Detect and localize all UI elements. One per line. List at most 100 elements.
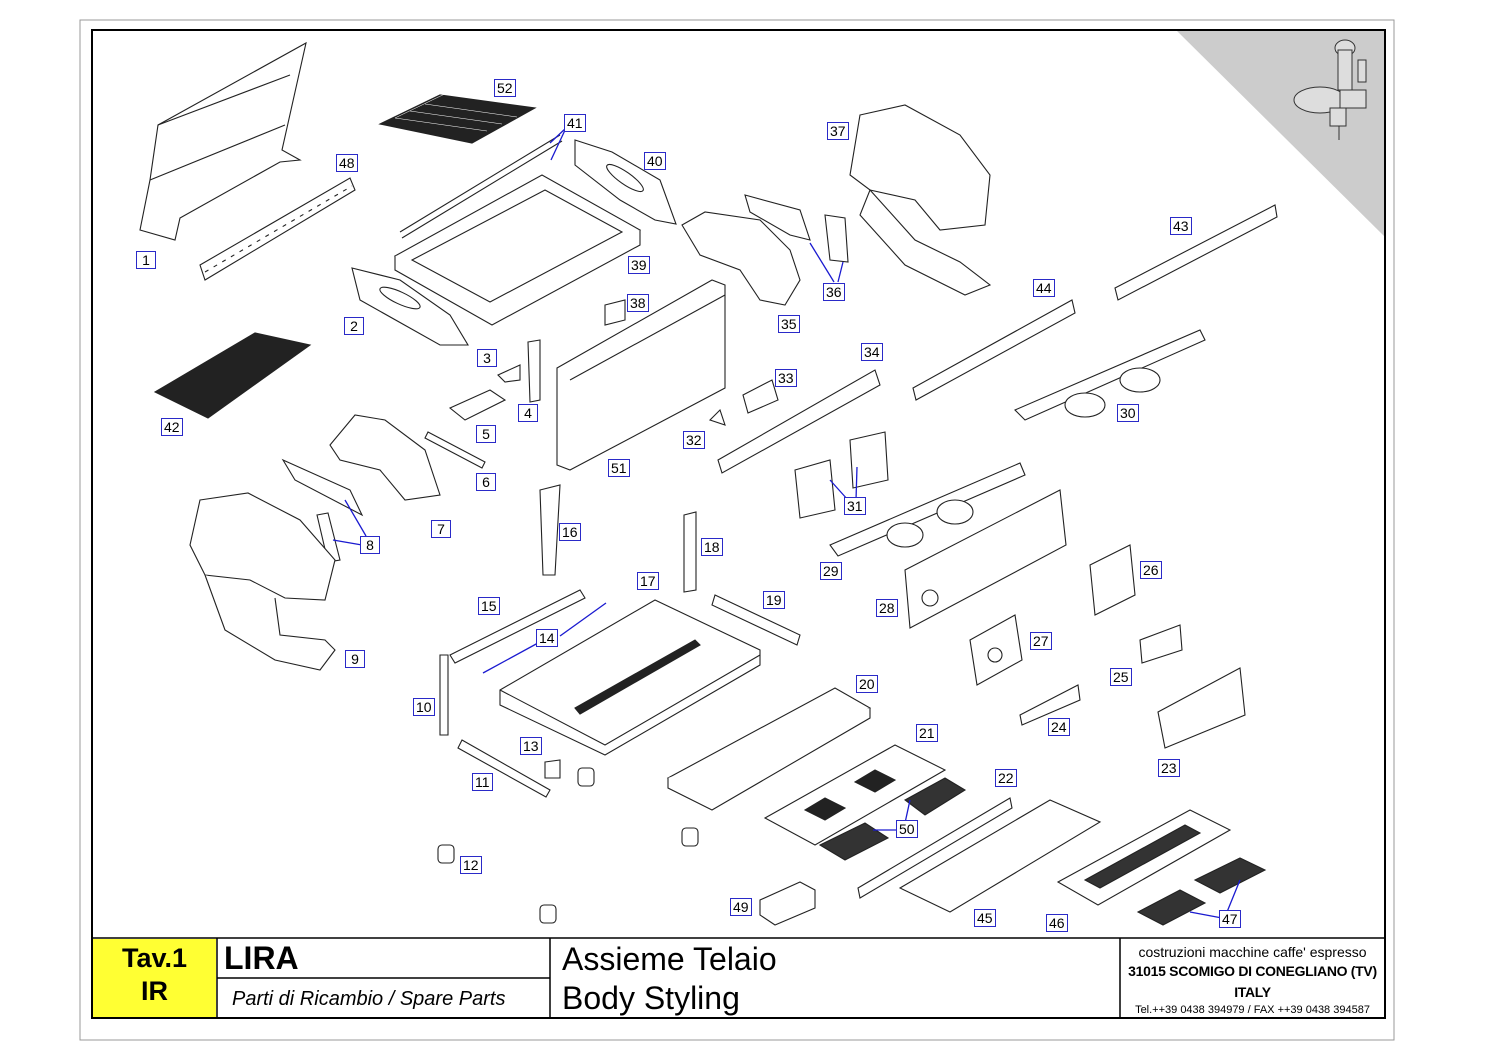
- callout-41: 41: [564, 114, 586, 132]
- callout-27: 27: [1030, 632, 1052, 650]
- callout-47: 47: [1219, 910, 1241, 928]
- title-english: Body Styling: [562, 980, 740, 1016]
- part-10-strip: [439, 654, 449, 736]
- maker-line: costruzioni macchine caffe' espresso: [1138, 944, 1367, 960]
- part-50-inserts: [818, 777, 967, 861]
- part-46-front-grille: [1056, 809, 1232, 906]
- part-22-strip: [857, 797, 1013, 899]
- part-38-bracket: [604, 299, 626, 326]
- callout-9: 9: [345, 650, 365, 668]
- callout-48: 48: [336, 154, 358, 172]
- part-45-tray: [898, 799, 1102, 913]
- part-2-side-plate: [351, 267, 469, 346]
- part-21-tray-grid: [763, 744, 947, 846]
- part-35-frame: [681, 211, 801, 306]
- title-italian: Assieme Telaio: [562, 941, 777, 977]
- subtitle: Parti di Ricambio / Spare Parts: [232, 988, 506, 1010]
- callout-18: 18: [701, 538, 723, 556]
- part-36-brackets: [744, 194, 849, 263]
- callout-13: 13: [520, 737, 542, 755]
- part-47-inserts: [1136, 857, 1267, 926]
- callout-8: 8: [360, 536, 380, 554]
- part-48-rail: [199, 177, 356, 281]
- callout-32: 32: [683, 431, 705, 449]
- callout-19: 19: [763, 591, 785, 609]
- callout-52: 52: [494, 79, 516, 97]
- callout-6: 6: [476, 473, 496, 491]
- part-17-base-frame: [499, 599, 761, 756]
- part-28-panel: [904, 489, 1067, 629]
- part-20-drip-tray: [666, 687, 872, 811]
- part-34-front-bar: [717, 369, 881, 474]
- part-30-drip-holder: [1014, 329, 1206, 421]
- part-3-bracket: [497, 364, 521, 383]
- callout-16: 16: [559, 523, 581, 541]
- phone-line: Tel.++39 0438 394979 / FAX ++39 0438 394…: [1135, 1004, 1370, 1016]
- callout-39: 39: [628, 256, 650, 274]
- callout-38: 38: [627, 294, 649, 312]
- part-4-bracket: [527, 339, 541, 403]
- part-6-strip: [424, 431, 486, 469]
- part-42-grille: [153, 332, 312, 419]
- callout-1: 1: [136, 251, 156, 269]
- callout-22: 22: [995, 769, 1017, 787]
- part-37-side-shell: [849, 104, 992, 296]
- callout-46: 46: [1046, 914, 1068, 932]
- title-block-grid: [92, 937, 1384, 1018]
- part-5-bracket: [448, 389, 507, 421]
- callout-28: 28: [876, 599, 898, 617]
- callout-21: 21: [916, 724, 938, 742]
- callout-5: 5: [476, 425, 496, 443]
- country-line: ITALY: [1234, 984, 1271, 1000]
- part-7-frame: [329, 414, 441, 501]
- part-26-plate: [1089, 544, 1136, 616]
- callout-50: 50: [896, 820, 918, 838]
- callout-4: 4: [518, 404, 538, 422]
- callout-35: 35: [778, 315, 800, 333]
- version-code: IR: [141, 976, 168, 1006]
- callout-14: 14: [536, 629, 558, 647]
- callout-15: 15: [478, 597, 500, 615]
- callout-31: 31: [844, 497, 866, 515]
- leader-lines: [332, 127, 1241, 919]
- part-8-brackets: [281, 458, 364, 563]
- model-name: LIRA: [224, 940, 299, 976]
- part-32-key: [708, 408, 726, 426]
- part-43-bar: [1114, 204, 1278, 301]
- callout-11: 11: [472, 773, 493, 791]
- callout-44: 44: [1033, 279, 1055, 297]
- callout-7: 7: [431, 520, 451, 538]
- part-1-side-panel: [139, 41, 307, 241]
- part-16-post: [539, 484, 561, 576]
- part-15-rail: [449, 589, 586, 664]
- corner-shade: [1177, 31, 1384, 236]
- part-39-top-tray: [393, 174, 642, 326]
- callout-51: 51: [608, 459, 630, 477]
- part-52-cup-grid: [378, 88, 537, 144]
- part-19-rail: [711, 594, 801, 646]
- part-41-rods: [399, 134, 563, 239]
- callout-3: 3: [477, 349, 497, 367]
- part-27-plate: [969, 614, 1023, 686]
- part-33-plate: [742, 379, 779, 414]
- callout-29: 29: [820, 562, 842, 580]
- callout-42: 42: [161, 418, 183, 436]
- outer-border: [79, 19, 1395, 1041]
- part-40-side-plate: [574, 139, 677, 225]
- callout-26: 26: [1140, 561, 1162, 579]
- table-code-box: Tav.1 IR: [93, 939, 216, 1017]
- callout-17: 17: [637, 572, 659, 590]
- callout-24: 24: [1048, 718, 1070, 736]
- callout-10: 10: [413, 698, 435, 716]
- callout-40: 40: [644, 152, 666, 170]
- drawing-frame: [91, 29, 1386, 1019]
- address-line: 31015 SCOMIGO DI CONEGLIANO (TV): [1128, 963, 1377, 979]
- callout-12: 12: [460, 856, 482, 874]
- part-9-side-shell: [189, 492, 336, 671]
- callout-36: 36: [823, 283, 845, 301]
- callout-49: 49: [730, 898, 752, 916]
- part-49-cover: [759, 881, 816, 926]
- callout-33: 33: [775, 369, 797, 387]
- callout-23: 23: [1158, 759, 1180, 777]
- callout-43: 43: [1170, 217, 1192, 235]
